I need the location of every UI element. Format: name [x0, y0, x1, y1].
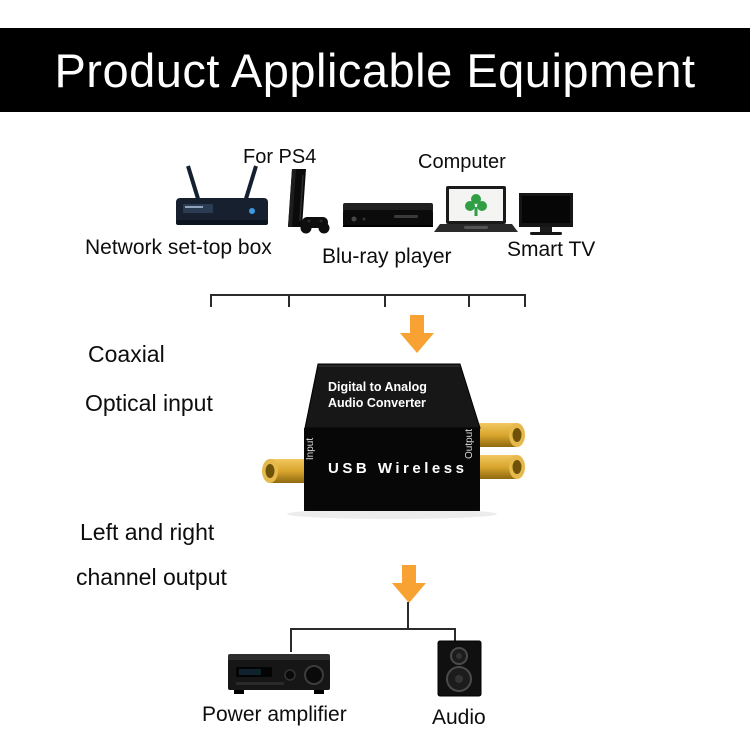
bracket-tick	[384, 294, 386, 307]
bracket-tick	[288, 294, 290, 307]
page-title: Product Applicable Equipment	[54, 43, 696, 97]
label-for-ps4: For PS4	[243, 146, 317, 168]
bracket-line-bottom	[290, 628, 456, 630]
label-channel-output: channel output	[76, 564, 227, 590]
laptop-icon	[434, 186, 522, 234]
label-bluray-player: Blu-ray player	[322, 245, 452, 268]
converter-device-icon: Digital to Analog Audio Converter Input …	[258, 356, 548, 521]
label-power-amplifier: Power amplifier	[202, 703, 347, 726]
bracket-tick	[468, 294, 470, 307]
label-coaxial: Coaxial	[88, 341, 165, 367]
label-network-set-top-box: Network set-top box	[85, 236, 272, 259]
bluray-player-icon	[342, 198, 434, 234]
rca-connector-icon	[262, 459, 305, 483]
bracket-drop-left	[290, 628, 292, 652]
amplifier-icon	[226, 650, 334, 698]
ps4-icon	[272, 165, 334, 239]
svg-text:Digital to Analog: Digital to Analog	[328, 380, 427, 394]
bracket-tick	[210, 294, 212, 307]
svg-text:Output: Output	[464, 429, 475, 459]
label-left-and-right: Left and right	[80, 519, 215, 545]
svg-text:Input: Input	[305, 438, 316, 460]
tv-icon	[518, 192, 576, 240]
rca-connector-icon	[479, 455, 525, 479]
down-arrow-icon	[392, 565, 426, 603]
settop-box-icon	[172, 162, 272, 234]
down-arrow-icon	[400, 315, 434, 353]
label-smart-tv: Smart TV	[507, 238, 596, 261]
bracket-tick	[524, 294, 526, 307]
label-audio: Audio	[432, 706, 486, 729]
bracket-line-top	[210, 294, 526, 296]
svg-text:USB Wireless: USB Wireless	[328, 460, 467, 477]
rca-connector-icon	[479, 423, 525, 447]
speaker-icon	[436, 640, 484, 698]
label-optical-input: Optical input	[85, 390, 213, 416]
label-computer: Computer	[418, 151, 506, 173]
bracket-drop-right	[454, 628, 456, 641]
title-banner: Product Applicable Equipment	[0, 28, 750, 112]
svg-text:Audio Converter: Audio Converter	[328, 396, 426, 410]
bracket-line-center	[407, 602, 409, 630]
